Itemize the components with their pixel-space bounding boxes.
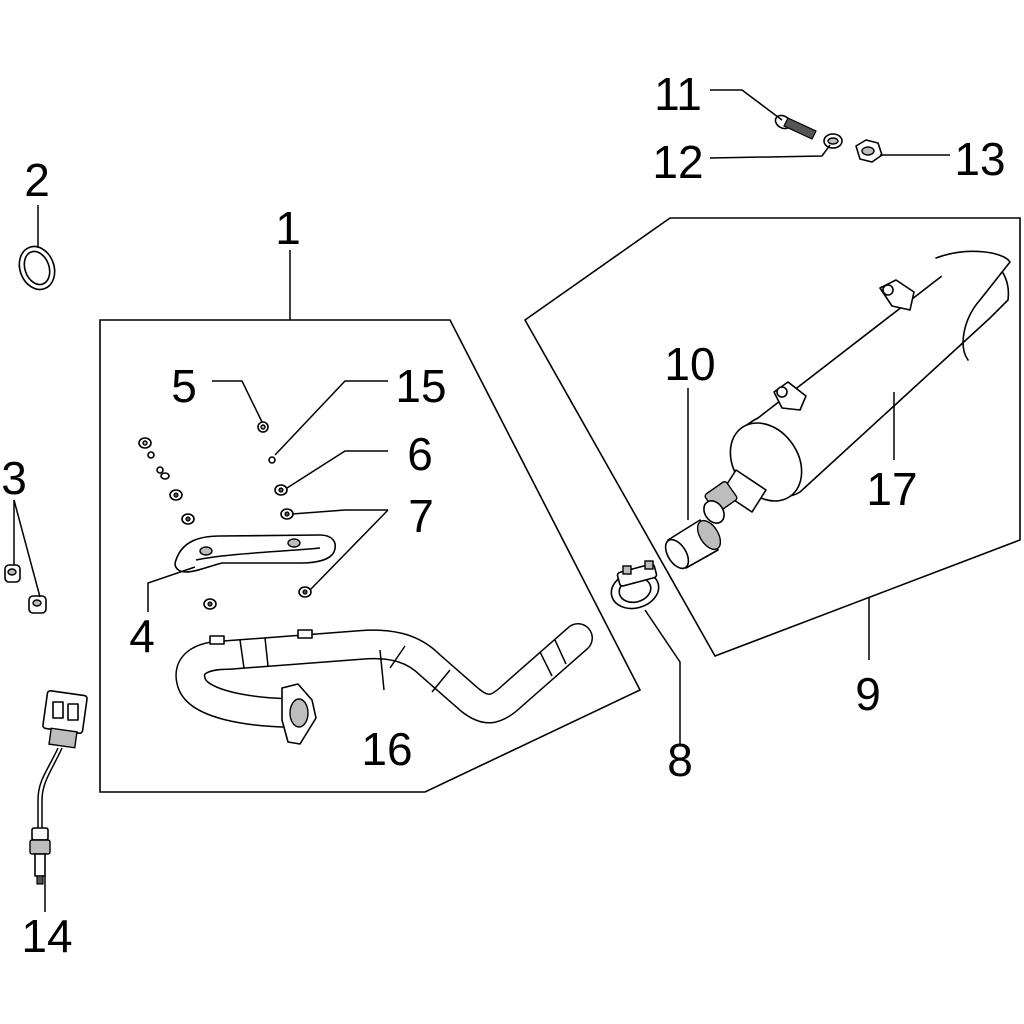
tiny-washer-part: [268, 456, 276, 464]
callout-6: 6: [407, 428, 433, 480]
callout-14: 14: [21, 910, 72, 962]
callout-labels: 1 2 3 4 5 6 7 8 9 10 11 12 13 14 15 16 1…: [1, 68, 1005, 962]
sleeve-part: [664, 519, 722, 570]
gasket-ring-part: [18, 245, 56, 291]
callout-13: 13: [954, 133, 1005, 185]
heat-shield-part: [174, 534, 336, 573]
washer-part: [274, 484, 288, 496]
grommet-parts: [203, 508, 312, 610]
leader-lines: [13, 89, 950, 912]
callout-8: 8: [667, 734, 693, 786]
callout-10: 10: [664, 338, 715, 390]
callout-1: 1: [275, 202, 301, 254]
callout-9: 9: [855, 668, 881, 720]
oxygen-sensor-part: [29, 689, 88, 885]
frame-header-assembly: [99, 319, 642, 793]
muffler-washer-part: [823, 133, 843, 149]
exhaust-clamp-part: [610, 560, 660, 610]
frame-muffler-assembly: [523, 217, 1021, 657]
header-pipe-part: [175, 623, 593, 745]
callout-11: 11: [654, 68, 702, 120]
callout-16: 16: [361, 723, 412, 775]
muffler-bolt-part: [774, 114, 817, 140]
spacer-parts: [4, 564, 47, 614]
muffler-nut-part: [855, 139, 883, 163]
muffler-part: [703, 250, 1011, 524]
callout-2: 2: [24, 154, 50, 206]
callout-3: 3: [1, 452, 27, 504]
callout-5: 5: [171, 360, 197, 412]
callout-12: 12: [652, 136, 703, 188]
callout-15: 15: [395, 360, 446, 412]
fastener-set: [138, 437, 195, 525]
small-bolt-part: [257, 421, 269, 433]
callout-4: 4: [129, 610, 155, 662]
callout-7: 7: [408, 490, 434, 542]
callout-17: 17: [866, 463, 917, 515]
